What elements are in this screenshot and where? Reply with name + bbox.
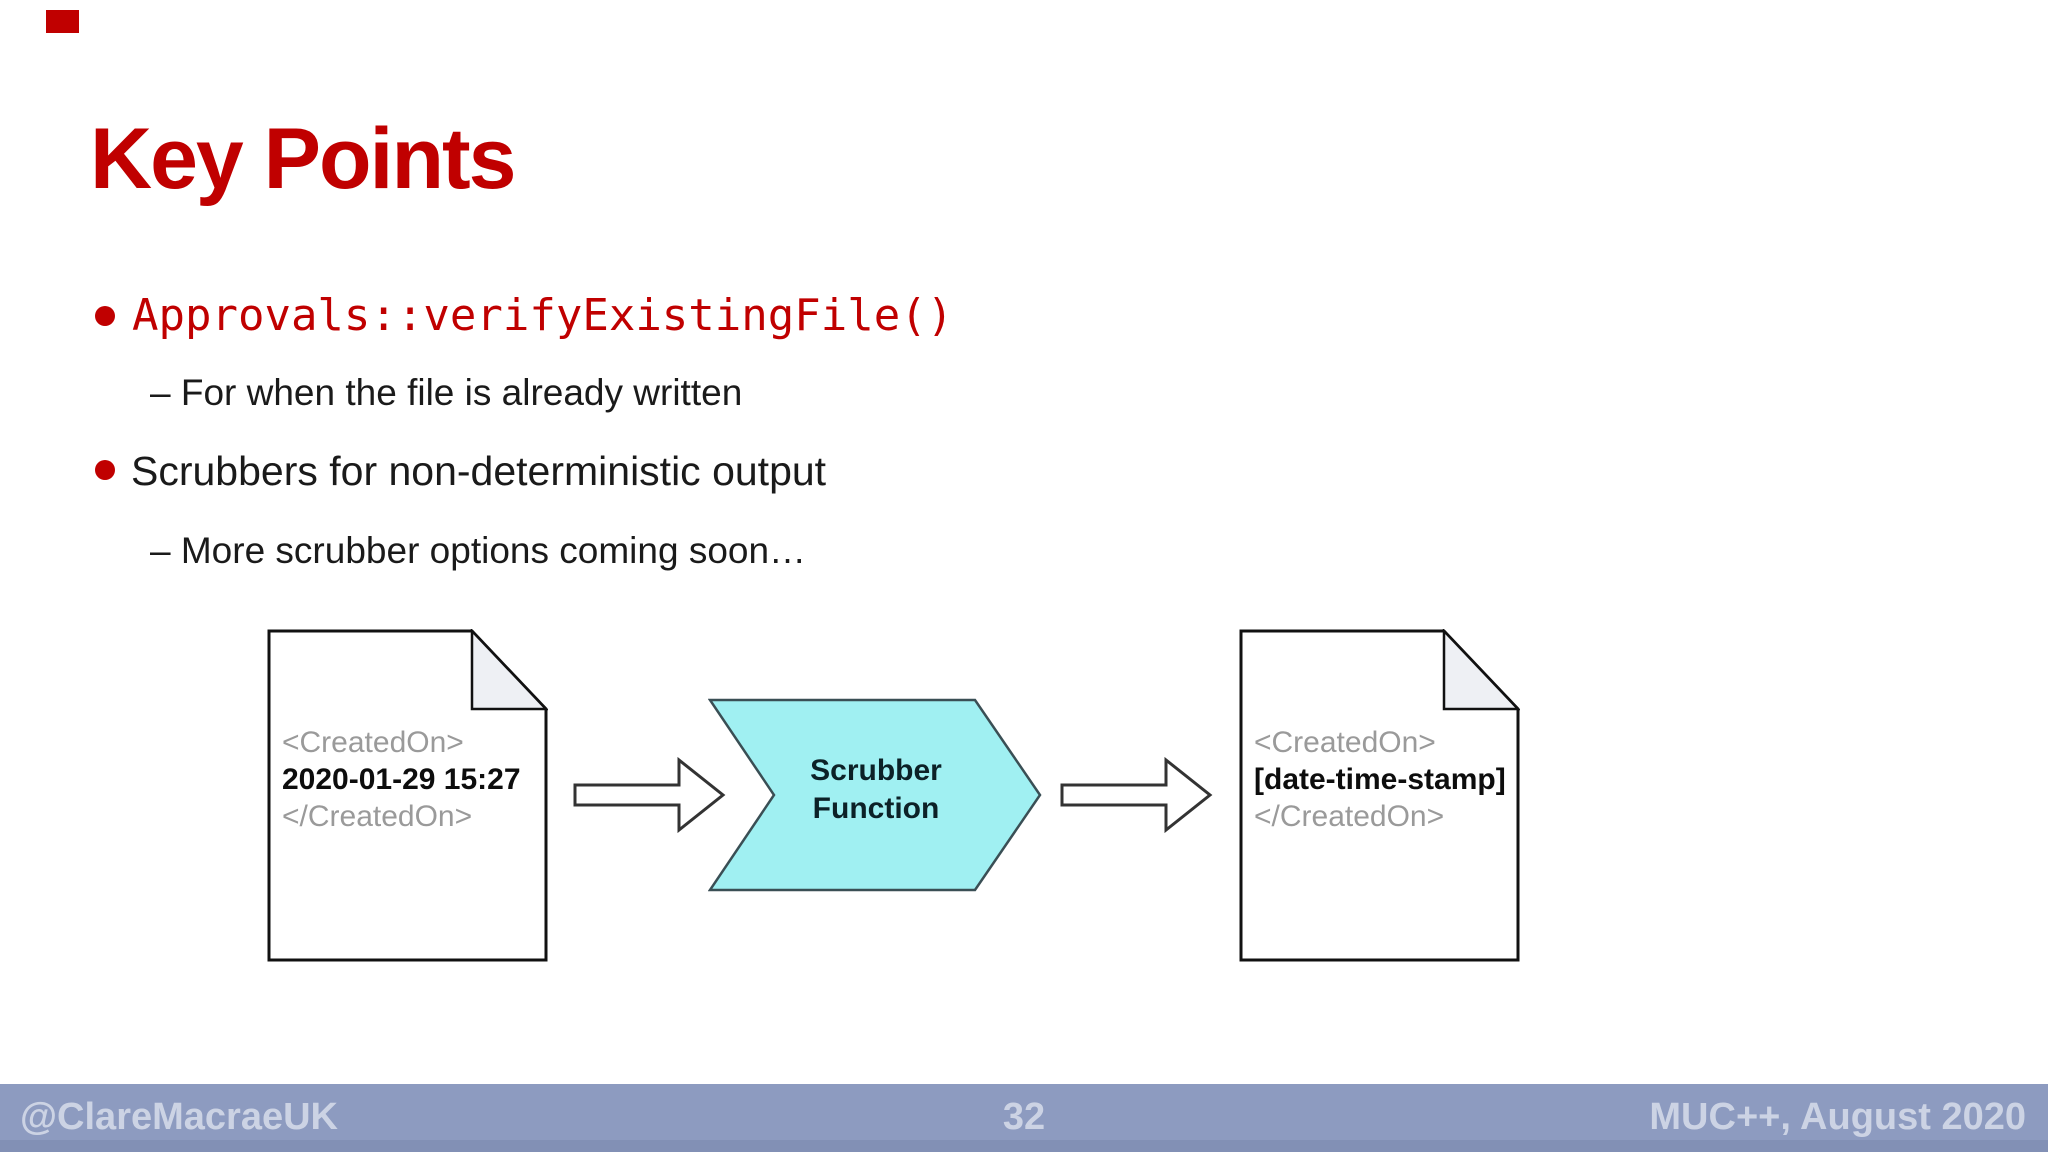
xml-close-tag: </CreatedOn> <box>282 800 473 833</box>
document-icon <box>1239 629 1520 962</box>
output-document: <CreatedOn> [date-time-stamp] </CreatedO… <box>1239 629 1520 962</box>
xml-close-tag: </CreatedOn> <box>1254 800 1445 833</box>
scrubber-label-line1: Scrubber <box>810 754 942 787</box>
sub-bullet-file-written: – For when the file is already written <box>150 372 743 413</box>
bullet-scrubbers: Scrubbers for non-deterministic output <box>131 448 827 494</box>
footer-conference: MUC++, August 2020 <box>1649 1096 2026 1138</box>
right-arrow-icon <box>573 757 726 833</box>
input-document-text: <CreatedOn> 2020-01-29 15:27 </CreatedOn… <box>282 724 521 835</box>
input-document: <CreatedOn> 2020-01-29 15:27 </CreatedOn… <box>267 629 548 962</box>
bullet-dot <box>95 460 115 480</box>
timestamp-value: 2020-01-29 15:27 <box>282 763 521 796</box>
footer-page-number: 32 <box>1002 1096 1046 1138</box>
right-arrow-icon <box>1060 757 1213 833</box>
output-document-text: <CreatedOn> [date-time-stamp] </CreatedO… <box>1254 724 1506 835</box>
footer-twitter-handle: @ClareMacraeUK <box>20 1096 338 1138</box>
bullet-dot <box>95 306 115 326</box>
slide-title: Key Points <box>90 111 516 207</box>
scrubber-chevron-shape <box>708 698 1042 892</box>
xml-open-tag: <CreatedOn> <box>282 726 464 759</box>
footer-bottom-strip <box>0 1140 2048 1152</box>
placeholder-value: [date-time-stamp] <box>1254 763 1506 796</box>
document-icon <box>267 629 548 962</box>
bullet-code-approvals: Approvals::verifyExistingFile() <box>132 290 954 341</box>
scrubber-label-line2: Function <box>812 792 940 825</box>
red-marker <box>46 10 79 33</box>
scrubber-function-label: Scrubber Function <box>756 752 996 828</box>
xml-open-tag: <CreatedOn> <box>1254 726 1436 759</box>
sub-bullet-scrubber-options: – More scrubber options coming soon… <box>150 530 807 571</box>
footer-bar: @ClareMacraeUK 32 MUC++, August 2020 <box>0 1084 2048 1152</box>
